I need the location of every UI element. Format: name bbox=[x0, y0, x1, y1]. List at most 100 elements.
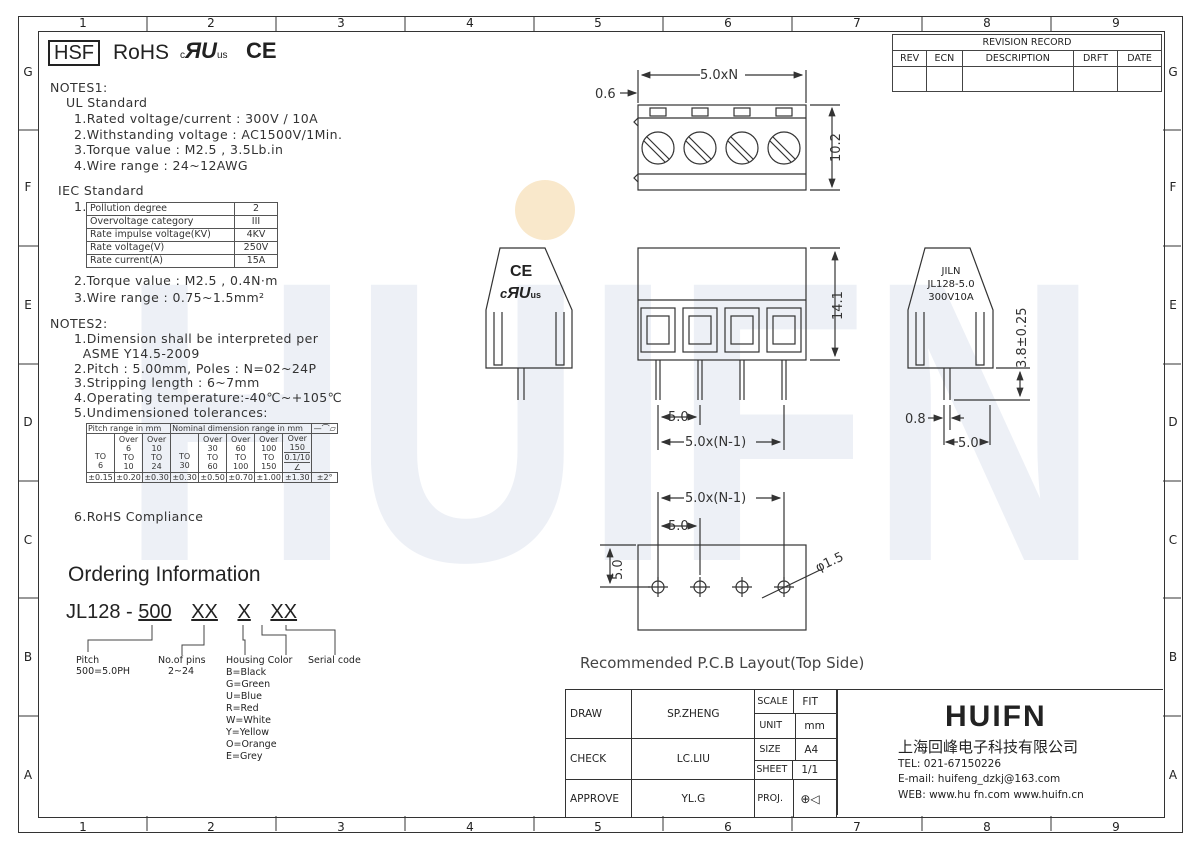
color-option: U=Blue bbox=[226, 691, 262, 702]
pins-label: No.of pins bbox=[158, 655, 206, 666]
pitch-value: 500=5.0PH bbox=[76, 666, 131, 677]
notes2-item: 4.Operating temperature:-40℃~+105℃ bbox=[74, 390, 343, 406]
zone-row-E: E bbox=[1169, 298, 1177, 312]
color-option: E=Grey bbox=[226, 751, 263, 762]
zone-col-9: 9 bbox=[1112, 16, 1120, 30]
ul-standard-title: UL Standard bbox=[66, 95, 148, 110]
hsf-mark: HSF bbox=[48, 40, 100, 66]
check-value: LC.LIU bbox=[631, 738, 756, 780]
company-web: WEB: www.hu fn.com www.huifn.cn bbox=[898, 789, 1084, 801]
draw-value: SP.ZHENG bbox=[631, 689, 756, 739]
ul-item: 4.Wire range : 24~12AWG bbox=[74, 157, 248, 173]
zone-col-8: 8 bbox=[983, 820, 991, 834]
screw-head bbox=[767, 131, 801, 165]
zone-row-D: D bbox=[1168, 415, 1178, 429]
dim-3-8: 3.8±0.25 bbox=[1015, 307, 1030, 368]
wire-port bbox=[682, 307, 718, 353]
outer-border bbox=[18, 16, 1183, 833]
ordering-code: JL128 - 500 XX X XX bbox=[66, 601, 297, 624]
zone-col-2: 2 bbox=[207, 820, 215, 834]
screw-slot bbox=[646, 136, 670, 160]
zone-row-A: A bbox=[23, 768, 33, 782]
side-ce: CE bbox=[510, 263, 533, 280]
notes1-title: NOTES1: bbox=[50, 80, 108, 95]
side-label-3: 300V10A bbox=[928, 292, 974, 303]
dim-pitch-n: 5.0xN bbox=[700, 68, 738, 83]
screw-slot bbox=[772, 136, 796, 160]
zone-col-1: 1 bbox=[79, 16, 87, 30]
color-option: B=Black bbox=[226, 667, 267, 678]
zone-col-5: 5 bbox=[594, 16, 602, 30]
screw-slot bbox=[730, 136, 754, 160]
screw-head bbox=[725, 131, 759, 165]
notes2-item: 5.Undimensioned tolerances: bbox=[74, 405, 268, 420]
ul-item: 1.Rated voltage/current : 300V / 10A bbox=[74, 111, 319, 126]
zone-col-8: 8 bbox=[983, 16, 991, 30]
check-label: CHECK bbox=[564, 738, 633, 780]
dim-5-0-pcb: 5.0 bbox=[668, 519, 689, 534]
approve-label: APPROVE bbox=[564, 779, 633, 818]
zone-col-7: 7 bbox=[853, 820, 861, 834]
ul-item: 2.Withstanding voltage : AC1500V/1Min. bbox=[74, 126, 343, 142]
iec-standard-title: IEC Standard bbox=[58, 183, 144, 198]
iec-item1-num: 1. bbox=[74, 199, 87, 214]
zone-col-4: 4 bbox=[466, 820, 474, 834]
company-name: 上海回峰电子科技有限公司 bbox=[898, 738, 1079, 756]
zone-row-B: B bbox=[23, 650, 33, 664]
code-serial: XX bbox=[270, 601, 298, 623]
tol-h-sym: —⌒▱ bbox=[311, 423, 338, 434]
code-prefix: JL128 - bbox=[66, 601, 133, 623]
zone-row-D: D bbox=[23, 415, 33, 429]
ordering-title: Ordering Information bbox=[68, 563, 261, 586]
zone-col-7: 7 bbox=[853, 16, 861, 30]
dim-5-0-side: 5.0 bbox=[958, 436, 979, 451]
housing-label: Housing Color bbox=[226, 655, 293, 666]
serial-label: Serial code bbox=[308, 655, 361, 666]
wire-port bbox=[724, 307, 760, 353]
notes2-item: ASME Y14.5-2009 bbox=[74, 345, 200, 361]
side-ul: cЯUus bbox=[500, 285, 541, 302]
unit-value: mm bbox=[804, 720, 825, 732]
code-pins: XX bbox=[191, 601, 218, 623]
inner-border bbox=[38, 31, 1165, 818]
approve-value: YL.G bbox=[631, 779, 756, 818]
screw-slot bbox=[688, 136, 712, 160]
dim-5-0xn1-front: 5.0x(N-1) bbox=[685, 435, 746, 450]
color-option: O=Orange bbox=[226, 739, 277, 750]
top-slot bbox=[691, 107, 709, 117]
rohs-mark: RoHS bbox=[113, 41, 170, 64]
zone-row-F: F bbox=[24, 180, 32, 194]
size-label: SIZE bbox=[755, 739, 797, 760]
zone-row-F: F bbox=[1169, 180, 1177, 194]
zone-row-E: E bbox=[24, 298, 32, 312]
dim-0-8: 0.8 bbox=[905, 412, 926, 427]
dim-10-2: 10.2 bbox=[829, 133, 844, 162]
wire-port bbox=[766, 307, 802, 353]
tol-value: ±2° bbox=[311, 472, 338, 483]
proj-label: PROJ. bbox=[755, 780, 795, 817]
zone-col-5: 5 bbox=[594, 820, 602, 834]
ul-mark: cЯUus bbox=[180, 38, 228, 63]
wire-port bbox=[640, 307, 676, 353]
zone-col-3: 3 bbox=[337, 16, 345, 30]
iec-item: 3.Wire range : 0.75~1.5mm² bbox=[74, 290, 265, 305]
zone-col-9: 9 bbox=[1112, 820, 1120, 834]
sheet-value: 1/1 bbox=[801, 764, 819, 776]
top-slot bbox=[733, 107, 751, 117]
zone-col-2: 2 bbox=[207, 16, 215, 30]
unit-label: UNIT bbox=[755, 714, 797, 738]
company-logo: HUIFN bbox=[945, 700, 1047, 733]
size-value: A4 bbox=[804, 743, 819, 756]
top-slot bbox=[775, 107, 793, 117]
zone-row-B: B bbox=[1168, 650, 1178, 664]
dim-5-0-pcb-v: 5.0 bbox=[611, 559, 626, 580]
notes2-item: 1.Dimension shall be interpreted per bbox=[74, 331, 319, 346]
zone-col-3: 3 bbox=[337, 820, 345, 834]
